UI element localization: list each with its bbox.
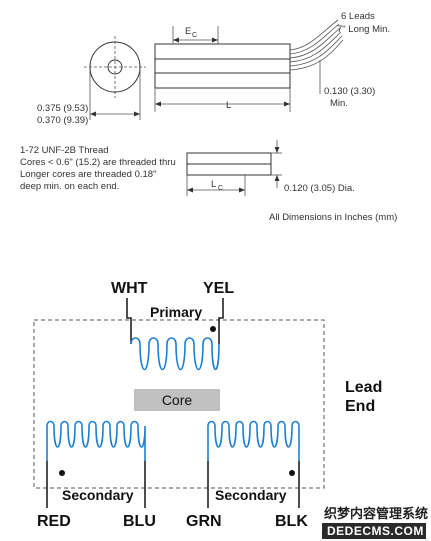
- primary-coil: [130, 337, 220, 370]
- core-rod-view: [186, 140, 282, 196]
- watermark: 织梦内容管理系统 DEDECMS.COM: [322, 506, 428, 539]
- lead-end-label-2: End: [345, 398, 375, 415]
- end-view: [84, 36, 146, 120]
- lead-label-red: RED: [37, 513, 71, 530]
- primary-label: Primary: [150, 304, 202, 320]
- ec-label: E: [185, 26, 191, 37]
- housing-outline: [33, 319, 325, 489]
- leads-count-text: 6 Leads: [341, 11, 375, 22]
- lead-wires: [289, 19, 344, 94]
- watermark-cn: 织梦内容管理系统: [324, 506, 428, 522]
- thread-note-2: Longer cores are threaded 0.18": [20, 169, 156, 180]
- core-label: Core: [162, 392, 193, 408]
- watermark-en-bg: [322, 523, 426, 539]
- diameter-min-text: 0.370 (9.39): [37, 115, 88, 126]
- lead-min-unit-text: Min.: [330, 98, 348, 109]
- lead-end-label-1: Lead: [345, 379, 382, 396]
- leads-length-text: 7" Long Min.: [337, 24, 390, 35]
- primary-polarity-dot: [210, 326, 216, 332]
- core-bar: [134, 389, 220, 411]
- ec-label-sub: C: [192, 32, 197, 39]
- lead-label-yel: YEL: [203, 280, 234, 297]
- secondary-right-label: Secondary: [215, 487, 287, 503]
- lc-label-sub: C: [218, 185, 223, 192]
- primary-leads: [126, 298, 224, 344]
- thread-spec-text: 1-72 UNF-2B Thread: [20, 145, 109, 156]
- secondary-left-coil: [46, 420, 146, 461]
- watermark-en: DEDECMS.COM: [327, 524, 424, 538]
- lead-min-text: 0.130 (3.30): [324, 86, 375, 97]
- length-label: L: [226, 100, 231, 111]
- thread-note-1: Cores < 0.6" (15.2) are threaded thru: [20, 157, 176, 168]
- lead-label-blu: BLU: [123, 513, 156, 530]
- secondary-left-polarity-dot: [59, 470, 65, 476]
- secondary-left-label: Secondary: [62, 487, 134, 503]
- lead-label-wht: WHT: [111, 280, 148, 297]
- side-view: [154, 26, 291, 112]
- secondary-right-coil: [207, 420, 300, 461]
- lead-label-blk: BLK: [275, 513, 308, 530]
- units-note: All Dimensions in Inches (mm): [269, 212, 397, 223]
- lead-label-grn: GRN: [186, 513, 222, 530]
- secondary-right-polarity-dot: [289, 470, 295, 476]
- core-diameter-text: 0.120 (3.05) Dia.: [284, 183, 355, 194]
- thread-note-3: deep min. on each end.: [20, 181, 119, 192]
- diameter-max-text: 0.375 (9.53): [37, 103, 88, 114]
- lc-label: L: [211, 179, 216, 190]
